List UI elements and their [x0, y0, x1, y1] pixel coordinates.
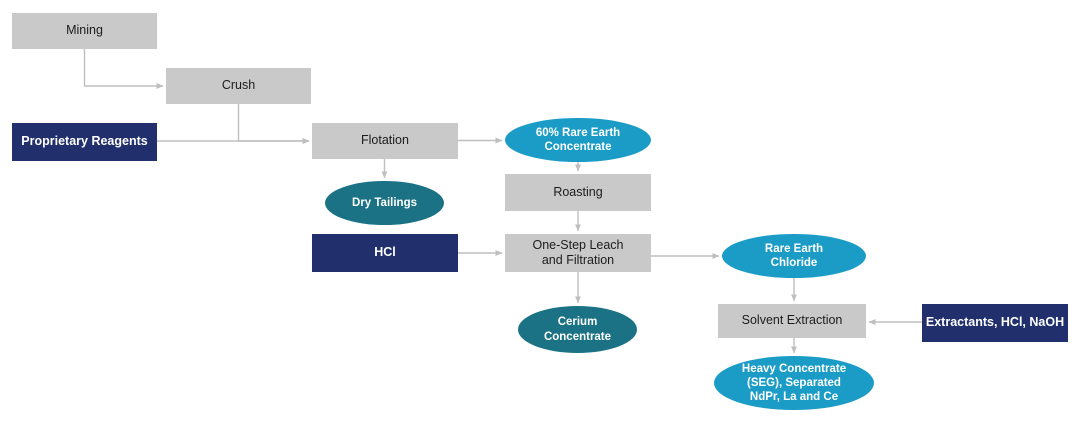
node-flotation[interactable]: Flotation: [312, 123, 458, 159]
node-solvent-extraction-label: Solvent Extraction: [741, 313, 843, 328]
node-extractants-hcl-naoh[interactable]: Extractants, HCl, NaOH: [922, 304, 1068, 342]
edge-crush-to-flotation: [237, 104, 310, 144]
node-proprietary-reagents-label: Proprietary Reagents: [21, 134, 148, 149]
node-crush-label: Crush: [221, 78, 256, 93]
node-solvent-extraction[interactable]: Solvent Extraction: [718, 304, 866, 338]
node-hcl[interactable]: HCl: [312, 234, 458, 272]
node-60-percent-rare-earth-concentrate-label: 60% Rare Earth Concentrate: [535, 126, 621, 153]
node-cerium-concentrate-label: Cerium Concentrate: [543, 316, 612, 343]
node-mining-label: Mining: [66, 23, 103, 38]
node-one-step-leach-and-filtration[interactable]: One-Step Leach and Filtration: [505, 234, 651, 272]
node-60-percent-rare-earth-concentrate[interactable]: 60% Rare Earth Concentrate: [505, 118, 651, 162]
node-rare-earth-chloride[interactable]: Rare Earth Chloride: [722, 234, 866, 278]
node-heavy-concentrate-seg-label: Heavy Concentrate (SEG), Separated NdPr,…: [741, 362, 847, 403]
node-proprietary-reagents[interactable]: Proprietary Reagents: [12, 123, 157, 161]
node-roasting-label: Roasting: [553, 184, 603, 199]
node-cerium-concentrate[interactable]: Cerium Concentrate: [518, 306, 637, 353]
node-heavy-concentrate-seg[interactable]: Heavy Concentrate (SEG), Separated NdPr,…: [714, 356, 874, 410]
node-rare-earth-chloride-label: Rare Earth Chloride: [764, 242, 824, 269]
node-dry-tailings-label: Dry Tailings: [352, 196, 417, 209]
node-extractants-hcl-naoh-label: Extractants, HCl, NaOH: [925, 315, 1065, 330]
node-flotation-label: Flotation: [361, 133, 409, 148]
node-mining[interactable]: Mining: [12, 13, 157, 49]
node-hcl-label: HCl: [374, 245, 396, 260]
node-dry-tailings[interactable]: Dry Tailings: [325, 181, 444, 225]
node-crush[interactable]: Crush: [166, 68, 311, 104]
node-one-step-leach-and-filtration-label: One-Step Leach and Filtration: [532, 237, 624, 267]
edge-mining-to-crush: [83, 49, 164, 89]
node-roasting[interactable]: Roasting: [505, 174, 651, 211]
